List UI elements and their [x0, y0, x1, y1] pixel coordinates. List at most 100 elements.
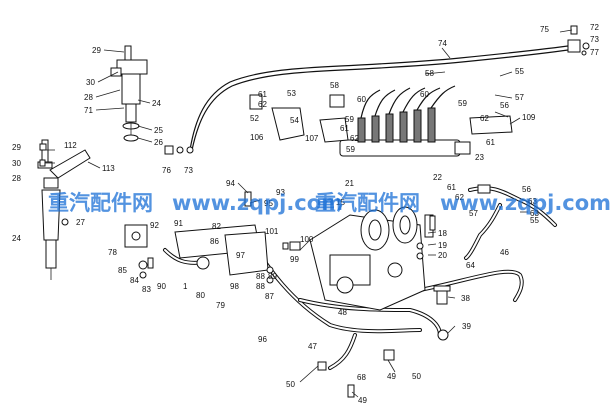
label-25: 25: [154, 126, 163, 135]
label-55-low: 55: [530, 216, 539, 225]
label-73-low: 73: [184, 166, 193, 175]
label-96: 96: [258, 335, 267, 344]
label-112: 112: [64, 141, 77, 150]
label-22: 22: [433, 173, 442, 182]
label-23: 23: [475, 153, 484, 162]
label-87: 87: [265, 292, 274, 301]
label-100: 100: [300, 235, 314, 244]
label-63: 63: [530, 209, 539, 218]
label-75: 75: [540, 25, 549, 34]
label-58-mid: 58: [330, 81, 339, 90]
label-59-right: 59: [458, 99, 467, 108]
label-50-right: 50: [412, 372, 421, 381]
return-lines: [464, 184, 557, 260]
label-79: 79: [216, 301, 225, 310]
label-63-top: 63: [528, 197, 537, 206]
label-53: 53: [287, 89, 296, 98]
label-54: 54: [290, 116, 299, 125]
label-83: 83: [142, 285, 151, 294]
label-109: 109: [522, 113, 536, 122]
label-47: 47: [308, 342, 317, 351]
watermark-left: 重汽配件网: [48, 191, 153, 215]
label-61-left: 61: [258, 90, 267, 99]
watermark-mid: www.zqpj.com: [172, 191, 344, 215]
label-15: 15: [336, 198, 345, 207]
label-28-left: 28: [12, 174, 21, 183]
label-26: 26: [154, 138, 163, 147]
label-60-right: 60: [420, 90, 429, 99]
leader-lines: [45, 29, 573, 398]
label-88: 88: [256, 272, 265, 281]
label-61-low: 61: [447, 183, 456, 192]
label-1: 1: [183, 282, 188, 291]
label-113: 113: [102, 164, 115, 173]
label-57-low: 57: [469, 209, 478, 218]
label-99: 99: [290, 255, 299, 264]
label-94: 94: [226, 179, 235, 188]
label-27: 27: [76, 218, 85, 227]
label-38: 38: [461, 294, 470, 303]
label-52: 52: [250, 114, 259, 123]
label-24-lower: 24: [12, 234, 21, 243]
label-88b: 88: [256, 282, 265, 291]
label-46: 46: [500, 248, 509, 257]
label-20: 20: [438, 251, 447, 260]
label-55-top: 55: [515, 67, 524, 76]
label-82: 82: [212, 222, 221, 231]
wiring-harness: [189, 25, 590, 151]
label-24-upper: 24: [152, 99, 161, 108]
label-29-left: 29: [12, 143, 21, 152]
watermark-right: 重汽配件网: [315, 191, 420, 215]
label-92: 92: [150, 221, 159, 230]
label-59-low: 59: [346, 145, 355, 154]
label-48: 48: [338, 308, 347, 317]
label-68: 68: [357, 373, 366, 382]
injector-upper: [110, 45, 148, 142]
label-98: 98: [230, 282, 239, 291]
label-76: 76: [162, 166, 171, 175]
high-pressure-pump: [299, 206, 434, 311]
label-30: 30: [86, 78, 95, 87]
label-56-top: 56: [500, 101, 509, 110]
label-80: 80: [196, 291, 205, 300]
label-60-mid: 60: [357, 95, 366, 104]
label-57-top: 57: [515, 93, 524, 102]
label-62-right: 62: [480, 114, 489, 123]
label-61-mid: 61: [340, 124, 349, 133]
label-39: 39: [462, 322, 471, 331]
label-30-left: 30: [12, 159, 21, 168]
label-93: 93: [276, 188, 285, 197]
label-62-mid: 62: [350, 134, 359, 143]
label-78: 78: [108, 248, 117, 257]
label-101: 101: [265, 227, 279, 236]
label-97: 97: [236, 251, 245, 260]
label-56-low: 56: [522, 185, 531, 194]
part-labels: 75 72 73 77 74 29 30 28 71 24 25 26 58 5…: [12, 23, 599, 405]
brackets: [249, 94, 513, 143]
label-95: 95: [264, 199, 273, 208]
mounting-bracket: [124, 224, 269, 276]
label-90: 90: [157, 282, 166, 291]
fittings: [39, 143, 451, 398]
label-107: 107: [305, 134, 319, 143]
label-61-right: 61: [486, 138, 495, 147]
label-89: 89: [268, 272, 277, 281]
label-29: 29: [92, 46, 101, 55]
label-106: 106: [250, 133, 264, 142]
label-62-left: 62: [258, 100, 267, 109]
label-74: 74: [438, 39, 447, 48]
label-58: 58: [425, 69, 434, 78]
label-49-bottom: 49: [358, 396, 367, 405]
label-19: 19: [438, 241, 447, 250]
label-91: 91: [174, 219, 183, 228]
label-18: 18: [438, 229, 447, 238]
label-64: 64: [466, 261, 475, 270]
label-59-mid: 59: [345, 115, 354, 124]
fuel-rail: [339, 85, 471, 157]
label-21: 21: [345, 179, 354, 188]
label-77: 77: [590, 48, 599, 57]
label-50-left: 50: [286, 380, 295, 389]
label-71: 71: [84, 106, 93, 115]
label-28: 28: [84, 93, 93, 102]
